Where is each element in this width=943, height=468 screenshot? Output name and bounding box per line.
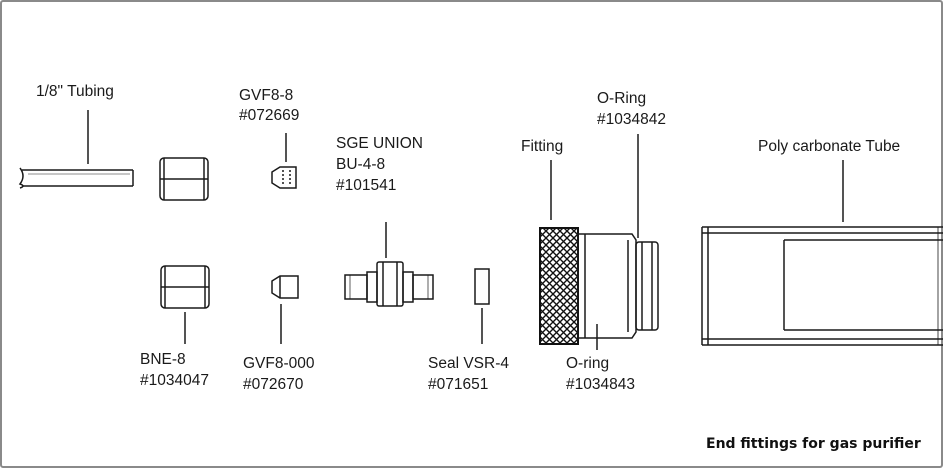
gvf8-8-part: #072669 <box>239 107 300 124</box>
seal-part: #071651 <box>428 376 489 393</box>
oring-top-part: #1034842 <box>597 111 666 128</box>
sge-union-part: #101541 <box>336 177 397 194</box>
sge-union-name: SGE UNION <box>336 135 423 152</box>
oring-bottom-name: O-ring <box>566 355 610 372</box>
tubing-part <box>18 167 134 189</box>
oring-top-name: O-Ring <box>597 90 647 107</box>
sge-union-model: BU-4-8 <box>336 156 386 173</box>
poly-tube-part <box>701 226 943 346</box>
ferrule-gvf8-8-part <box>271 166 297 189</box>
poly-tube-label: Poly carbonate Tube <box>758 138 901 155</box>
bne8-part: #1034047 <box>140 372 209 389</box>
nut-top-part <box>159 157 209 201</box>
fitting-part <box>539 227 659 345</box>
bne8-name: BNE-8 <box>140 351 186 368</box>
seal-vsr4-part <box>474 268 490 305</box>
nut-bne8-part <box>160 265 210 309</box>
figure-caption: End fittings for gas purifier <box>706 436 921 452</box>
gvf8-000-part: #072670 <box>243 376 304 393</box>
oring-bottom-part: #1034843 <box>566 376 635 393</box>
ferrule-gvf8-000-part <box>271 275 299 299</box>
sge-union-part <box>344 261 434 307</box>
fitting-label: Fitting <box>521 138 564 155</box>
gvf8-8-name: GVF8-8 <box>239 87 294 104</box>
gvf8-000-name: GVF8-000 <box>243 355 315 372</box>
seal-name: Seal VSR-4 <box>428 355 509 372</box>
tubing-label: 1/8" Tubing <box>36 83 114 100</box>
